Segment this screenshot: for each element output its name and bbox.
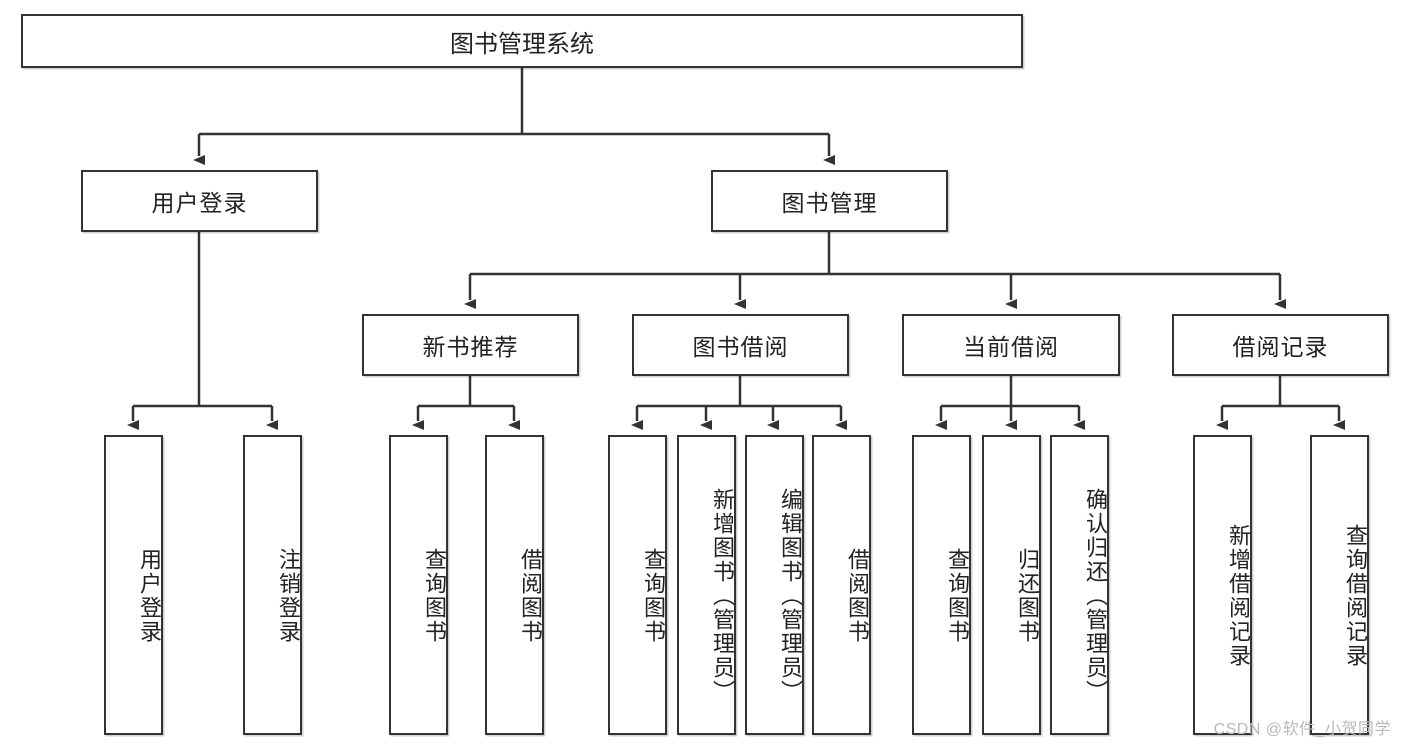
leaf-return-book[interactable]: 归还图书 bbox=[982, 435, 1041, 735]
node-label: 新书推荐 bbox=[422, 334, 519, 360]
node-label: 确认归还（管理员） bbox=[1083, 488, 1108, 704]
leaf-add-borrow-record[interactable]: 新增借阅记录 bbox=[1193, 435, 1252, 735]
node-label: 用户登录 bbox=[151, 190, 248, 216]
node-root-system[interactable]: 图书管理系统 bbox=[21, 14, 1023, 68]
node-book-management[interactable]: 图书管理 bbox=[711, 170, 948, 232]
node-borrow-record[interactable]: 借阅记录 bbox=[1172, 314, 1389, 376]
leaf-edit-book-admin[interactable]: 编辑图书（管理员） bbox=[745, 435, 804, 735]
node-label: 图书管理 bbox=[781, 190, 878, 216]
node-label: 图书借阅 bbox=[692, 334, 789, 360]
leaf-add-book-admin[interactable]: 新增图书（管理员） bbox=[677, 435, 736, 735]
leaf-user-login[interactable]: 用户登录 bbox=[104, 435, 163, 735]
node-current-borrow[interactable]: 当前借阅 bbox=[902, 314, 1120, 376]
node-label: 借阅图书 bbox=[518, 548, 543, 644]
leaf-confirm-return-admin[interactable]: 确认归还（管理员） bbox=[1050, 435, 1109, 735]
node-label: 注销登录 bbox=[276, 548, 301, 644]
node-label: 借阅记录 bbox=[1232, 334, 1329, 360]
node-label: 新增借阅记录 bbox=[1226, 524, 1251, 668]
node-label: 查询图书 bbox=[641, 548, 666, 644]
node-label: 图书管理系统 bbox=[450, 30, 594, 58]
node-label: 查询图书 bbox=[422, 548, 447, 644]
node-book-borrow[interactable]: 图书借阅 bbox=[632, 314, 849, 376]
node-label: 借阅图书 bbox=[845, 548, 870, 644]
leaf-query-borrow-record[interactable]: 查询借阅记录 bbox=[1310, 435, 1369, 735]
node-new-book-recommend[interactable]: 新书推荐 bbox=[362, 314, 579, 376]
leaf-query-book-current[interactable]: 查询图书 bbox=[912, 435, 971, 735]
node-label: 新增图书（管理员） bbox=[710, 488, 735, 704]
node-label: 归还图书 bbox=[1015, 548, 1040, 644]
leaf-borrow-book[interactable]: 借阅图书 bbox=[812, 435, 871, 735]
node-label: 查询图书 bbox=[945, 548, 970, 644]
node-label: 用户登录 bbox=[137, 548, 162, 644]
leaf-logout[interactable]: 注销登录 bbox=[243, 435, 302, 735]
leaf-query-book[interactable]: 查询图书 bbox=[608, 435, 667, 735]
watermark-text: CSDN @软件_小贺同学 bbox=[1213, 721, 1391, 738]
node-label: 查询借阅记录 bbox=[1343, 524, 1368, 668]
leaf-query-book-new[interactable]: 查询图书 bbox=[389, 435, 448, 735]
leaf-borrow-book-new[interactable]: 借阅图书 bbox=[485, 435, 544, 735]
node-label: 当前借阅 bbox=[963, 334, 1059, 360]
node-label: 编辑图书（管理员） bbox=[778, 488, 803, 704]
node-user-login[interactable]: 用户登录 bbox=[81, 170, 318, 232]
